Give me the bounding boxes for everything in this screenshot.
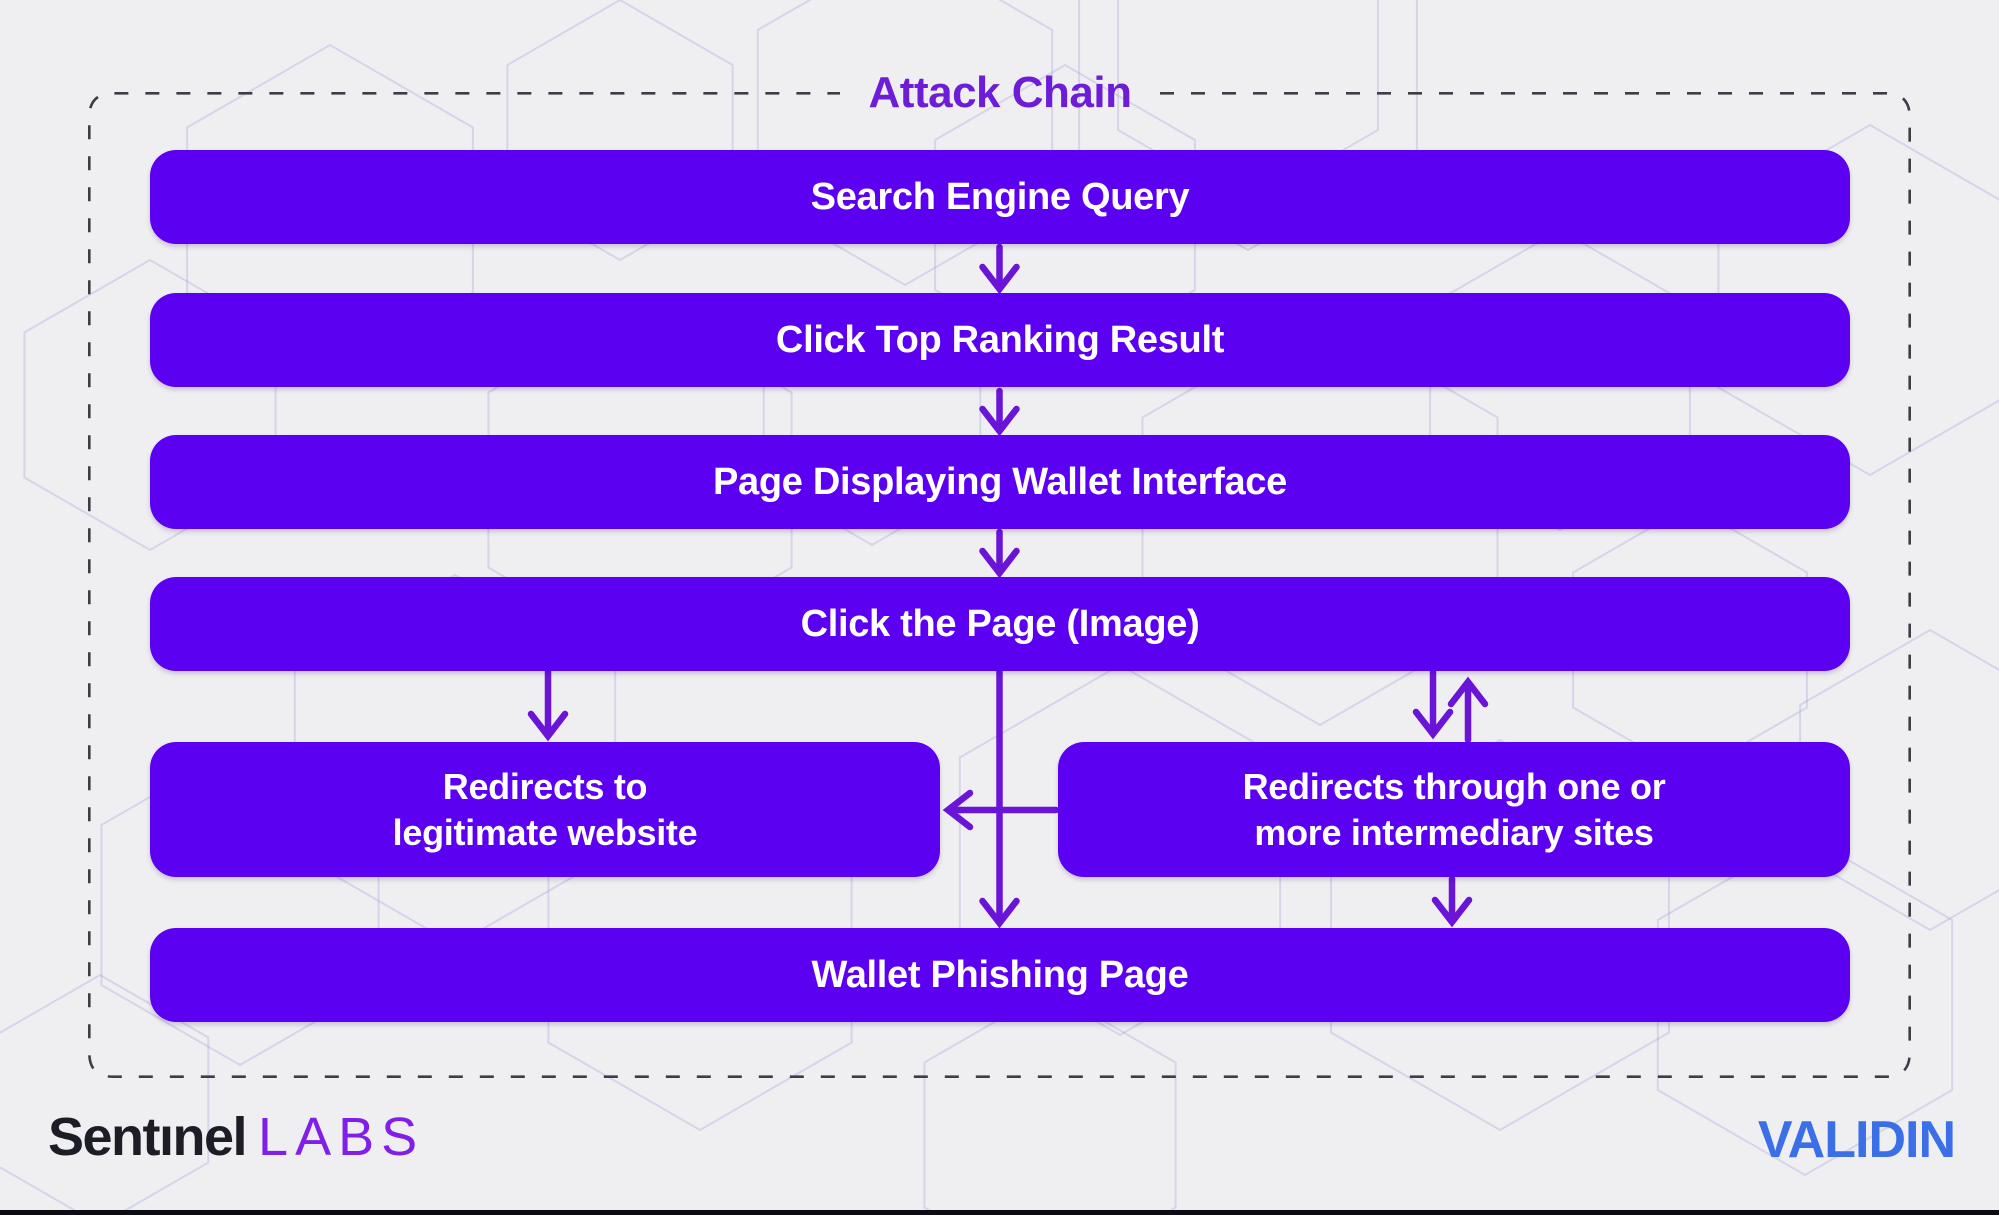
arrow-query-to-result <box>979 243 1020 295</box>
arrow-click-to-intermediary <box>1412 668 1454 740</box>
arrow-intermediary-to-phishing <box>1431 875 1473 928</box>
arrow-page-to-click <box>979 528 1020 579</box>
validin-logo: VALIDIN <box>1757 1111 1956 1169</box>
flow-node-redirects-legitimate-website: Redirects to legitimate website <box>150 742 940 877</box>
arrow-click-to-phishing <box>979 668 1020 929</box>
flow-node-wallet-phishing-page: Wallet Phishing Page <box>150 928 1850 1022</box>
diagram-title: Attack Chain <box>868 68 1132 117</box>
sentinellabs-logo: Sentınel LABS <box>48 1104 424 1170</box>
arrow-intermediary-to-click <box>1447 676 1489 744</box>
arrow-intermediary-to-legitimate <box>942 789 1060 831</box>
arrow-click-to-legitimate <box>527 668 569 742</box>
sentinel-wordmark: Sentınel <box>48 1107 248 1167</box>
labs-wordmark: LABS <box>258 1107 425 1167</box>
flow-node-page-displaying-wallet-interface: Page Displaying Wallet Interface <box>150 435 1850 529</box>
flow-node-click-the-page-image: Click the Page (Image) <box>150 577 1850 671</box>
arrow-result-to-page <box>979 387 1020 437</box>
bottom-bar <box>0 1210 1999 1215</box>
flow-node-redirects-intermediary-sites: Redirects through one or more intermedia… <box>1058 742 1850 877</box>
flow-node-click-top-ranking-result: Click Top Ranking Result <box>150 293 1850 387</box>
flow-node-search-engine-query: Search Engine Query <box>150 150 1850 244</box>
